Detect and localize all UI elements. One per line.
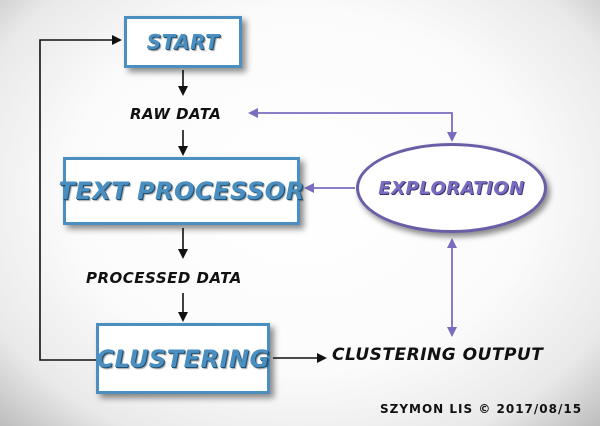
arrow-exploration-raw-data — [248, 108, 457, 142]
raw-data-label: RAW DATA — [130, 105, 222, 123]
clustering-label: CLUSTERING — [96, 344, 270, 373]
text-processor-node: TEXT PROCESSOR — [58, 157, 304, 225]
start-label: START — [146, 30, 220, 54]
exploration-node: EXPLORATION — [356, 143, 547, 233]
arrow-feedback-loop — [39, 35, 122, 361]
clustering-output-label: CLUSTERING OUTPUT — [332, 345, 544, 365]
start-node: START — [124, 16, 242, 68]
processed-data-label: PROCESSED DATA — [86, 269, 242, 287]
exploration-label: EXPLORATION — [378, 177, 525, 199]
text-processor-label: TEXT PROCESSOR — [58, 177, 305, 205]
clustering-node: CLUSTERING — [96, 323, 270, 394]
credit-label: SZYMON LIS © 2017/08/15 — [380, 402, 583, 416]
